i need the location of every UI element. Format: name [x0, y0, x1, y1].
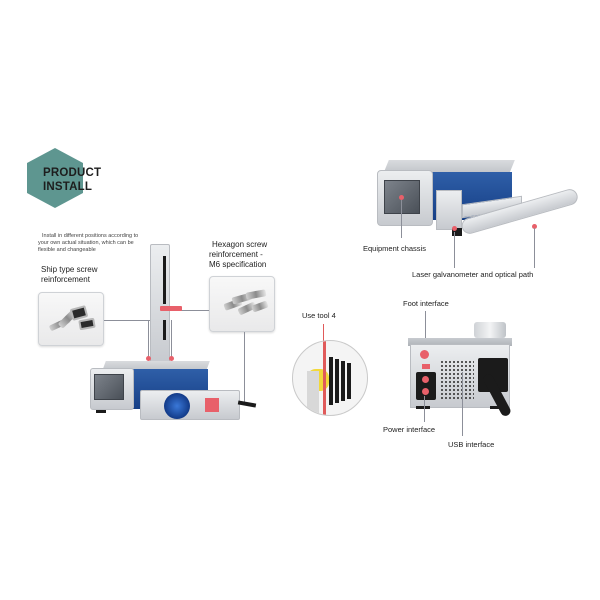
section-title: PRODUCT INSTALL [43, 166, 101, 194]
foot-switch-port [420, 350, 429, 359]
column-slot [163, 320, 166, 340]
chassis-label: Equipment chassis [363, 244, 426, 253]
power-socket [416, 372, 436, 400]
leader-line [175, 310, 209, 311]
power-dot [422, 376, 429, 383]
laser-head [140, 390, 240, 420]
cable [237, 400, 257, 408]
hex-key [329, 357, 333, 405]
foot-interface-label: Foot interface [403, 299, 449, 308]
hex-screw-line-1: Hexagon screw [212, 240, 268, 249]
title-line-1: PRODUCT [43, 167, 102, 179]
hex-key-silver [307, 371, 319, 415]
leader-line [323, 324, 324, 344]
marker-dot [169, 356, 174, 361]
marker-dot [399, 195, 404, 200]
foot [490, 406, 504, 409]
top-connector [474, 322, 506, 338]
tool-label: Use tool 4 [302, 311, 336, 320]
usb-interface-label: USB interface [448, 440, 495, 449]
selected-key [323, 341, 326, 415]
title-line-2: INSTALL [43, 181, 93, 193]
ship-screw-photo [38, 292, 104, 346]
ship-screw-line-2: reinforcement [41, 275, 90, 284]
panel-top-edge [408, 338, 512, 346]
hex-screw-photo [209, 276, 275, 332]
hex-screw-line-2: reinforcement - [209, 250, 263, 259]
tool-circle [292, 340, 368, 416]
vent-grille [440, 360, 474, 400]
leader-line [171, 320, 172, 358]
leader-line [401, 200, 402, 238]
leader-line [534, 228, 535, 268]
marker-dot [452, 226, 457, 231]
hex-key [335, 359, 339, 403]
hex-key [341, 361, 345, 401]
ship-screw-label: Ship type screw reinforcement [41, 265, 97, 285]
foot [96, 410, 106, 413]
lens [164, 393, 190, 419]
leader-line [148, 320, 149, 358]
note-line-3: flexible and changeable [38, 247, 96, 253]
install-note: Install in different positions according… [38, 233, 150, 254]
note-line-1: Install in different positions according… [42, 233, 139, 239]
display-screen [94, 374, 124, 400]
switch [422, 364, 430, 369]
hex-screw-line-3: M6 specification [209, 260, 267, 269]
marker-dot [532, 224, 537, 229]
column-slot [163, 256, 166, 304]
ship-screw-line-1: Ship type screw [41, 265, 98, 274]
lifting-column [150, 244, 170, 364]
hex-screw-label: Hexagon screw reinforcement - M6 specifi… [209, 240, 267, 270]
marker-dot [146, 356, 151, 361]
leader-line [244, 332, 245, 402]
galvo-head [436, 190, 462, 230]
leader-line [425, 311, 426, 349]
leader-line [424, 396, 425, 422]
leader-line [454, 232, 455, 268]
leader-line [104, 320, 152, 321]
display-screen [384, 180, 420, 214]
leader-line [462, 372, 463, 436]
galvo-label: Laser galvanometer and optical path [412, 270, 534, 279]
power-interface-label: Power interface [383, 425, 436, 434]
clamp-bracket [160, 306, 182, 311]
marker-square [205, 398, 219, 412]
galvo-lens [452, 228, 462, 236]
power-dot [422, 388, 429, 395]
hex-key [347, 363, 351, 399]
foot [416, 406, 430, 409]
note-line-2: your own actual situation, which can be [38, 240, 134, 246]
